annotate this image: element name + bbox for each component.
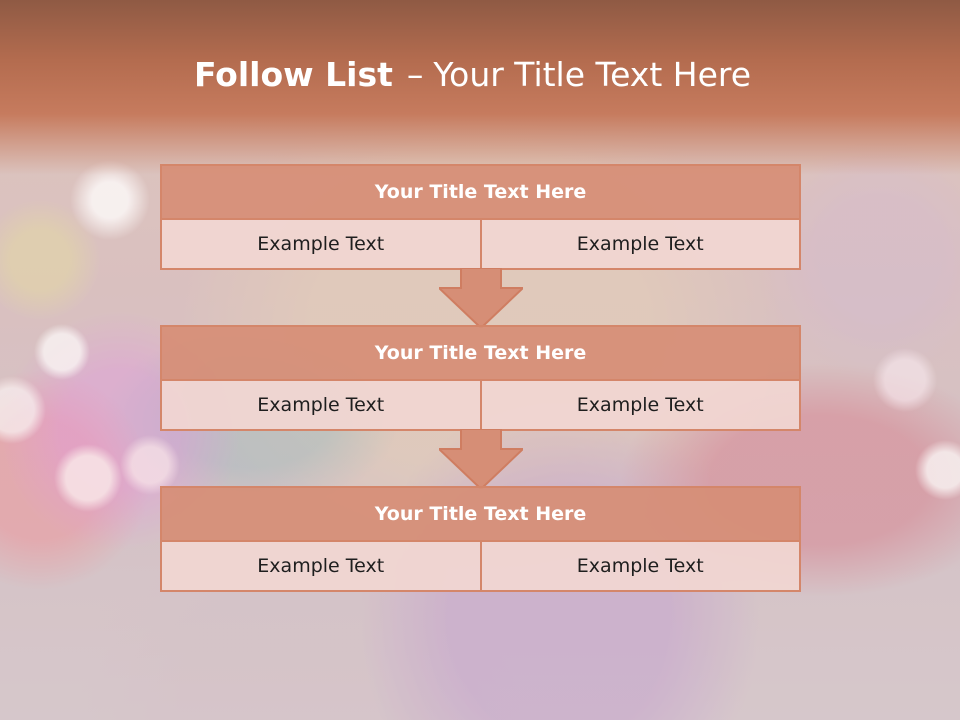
- row-cell-right: Example Text: [481, 381, 801, 431]
- row-cell-left: Example Text: [160, 220, 482, 270]
- down-arrow-icon: [439, 268, 523, 328]
- title-bold-text: Follow List: [193, 55, 393, 94]
- row-cell-left: Example Text: [160, 381, 482, 431]
- list-item-1: Your Title Text Here Example Text Exampl…: [160, 164, 801, 270]
- list-item-2: Your Title Text Here Example Text Exampl…: [160, 325, 801, 431]
- row-cell-left: Example Text: [160, 542, 482, 592]
- title-rest-text: Your Title Text Here: [433, 55, 752, 94]
- row-title: Your Title Text Here: [160, 325, 801, 381]
- row-cells: Example Text Example Text: [160, 220, 801, 270]
- row-title: Your Title Text Here: [160, 486, 801, 542]
- down-arrow-icon: [439, 429, 523, 489]
- row-title: Your Title Text Here: [160, 164, 801, 220]
- list-item-3: Your Title Text Here Example Text Exampl…: [160, 486, 801, 592]
- slide-title: Follow List–Your Title Text Here: [0, 52, 945, 98]
- row-cell-right: Example Text: [481, 220, 801, 270]
- title-band: [0, 0, 960, 175]
- title-separator: –: [406, 55, 424, 94]
- row-cells: Example Text Example Text: [160, 381, 801, 431]
- row-cell-right: Example Text: [481, 542, 801, 592]
- row-cells: Example Text Example Text: [160, 542, 801, 592]
